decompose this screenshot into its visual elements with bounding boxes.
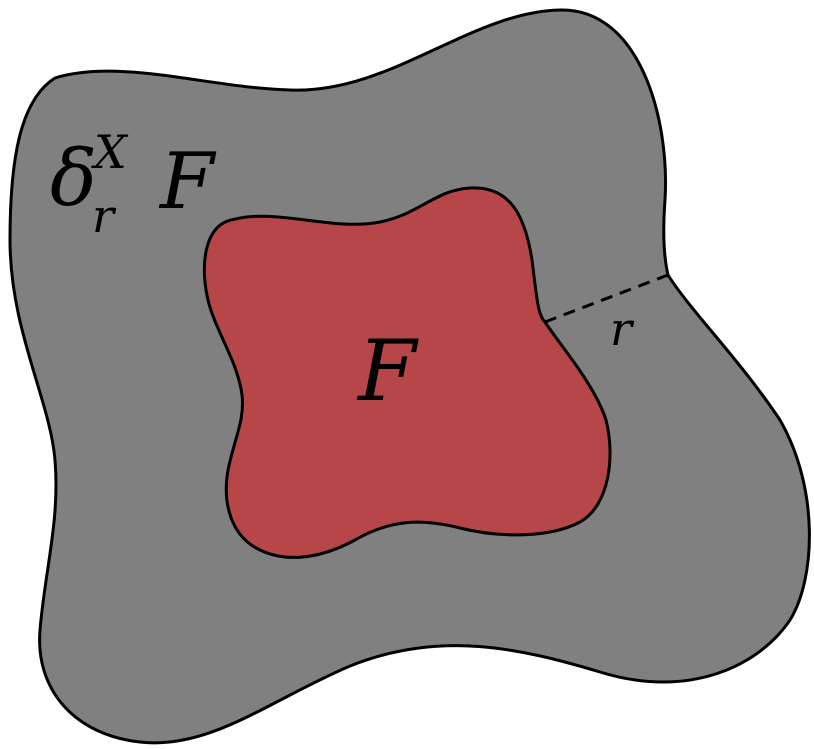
radius-dashed-line <box>544 273 669 324</box>
radius-label: r <box>610 302 635 356</box>
outer-label-delta: δ <box>50 134 97 224</box>
inner-set-region <box>202 186 612 559</box>
outer-label-superscript: X <box>91 125 129 179</box>
outer-region-label: δ <box>50 134 97 224</box>
inner-region-label: F <box>356 322 419 420</box>
outer-label-set: F <box>158 137 217 227</box>
outer-label-subscript: r <box>92 189 117 243</box>
